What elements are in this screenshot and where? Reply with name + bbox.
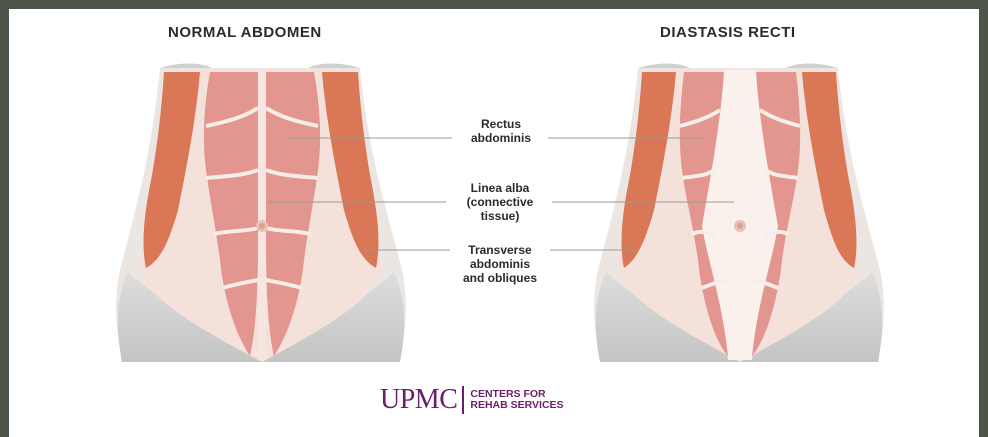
upmc-logo: UPMC CENTERS FOR REHAB SERVICES [380, 383, 564, 417]
diastasis-recti-title: DIASTASIS RECTI [660, 24, 796, 41]
diastasis-figure [594, 64, 884, 363]
linea-alba-label: Linea alba (connective tissue) [450, 181, 550, 223]
normal-abdomen-title: NORMAL ABDOMEN [168, 24, 322, 41]
transverse-abdominis-label: Transverse abdominis and obliques [450, 243, 550, 285]
logo-subtitle: CENTERS FOR REHAB SERVICES [470, 389, 563, 411]
logo-divider [462, 386, 464, 414]
rectus-abdominis-label: Rectus abdominis [455, 117, 547, 145]
upmc-wordmark: UPMC [380, 384, 457, 416]
normal-abdomen-figure [116, 64, 406, 363]
